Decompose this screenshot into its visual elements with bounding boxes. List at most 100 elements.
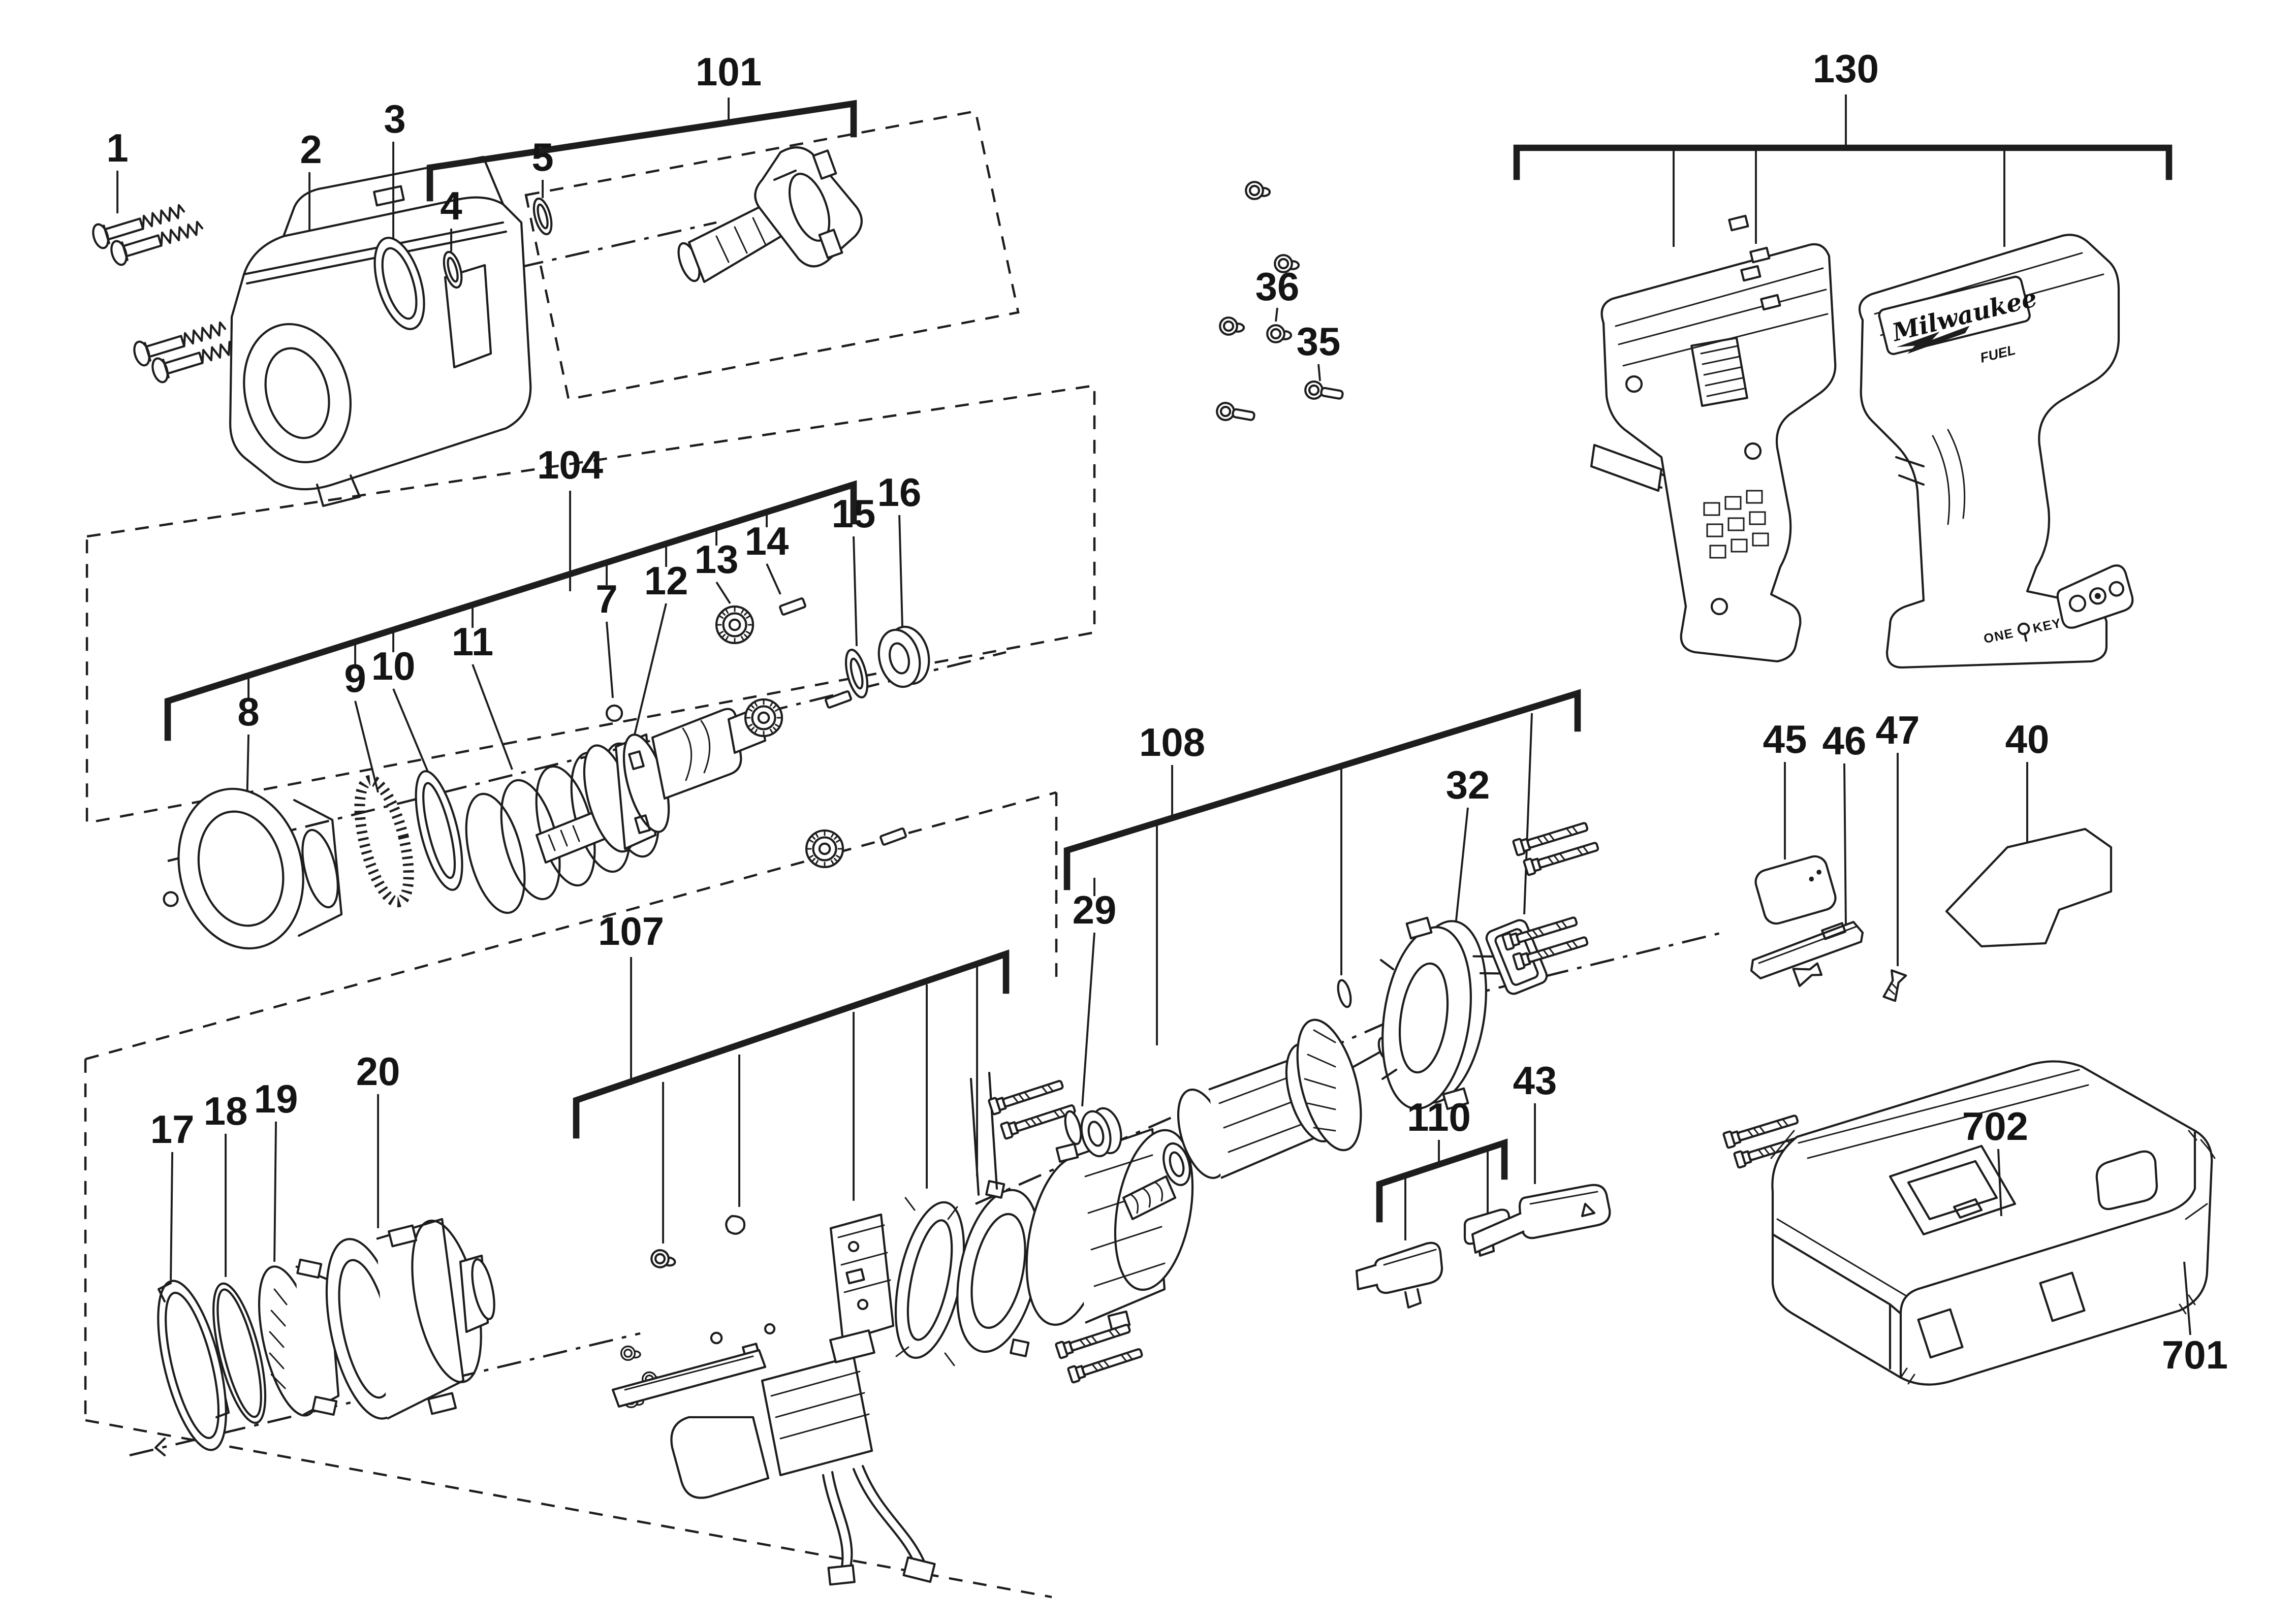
part-16-bearing [877,625,930,688]
group-35-screw: 35 [1216,319,1344,421]
part-107-trigger-assembly [611,1329,936,1586]
part-108-shaft-washer [1337,979,1352,1008]
group-110: 110 [1355,1095,1511,1309]
callout-46: 46 [1822,718,1867,763]
callout-4: 4 [440,183,462,228]
group-101: 101 1 2 3 4 [90,49,863,507]
leader-17 [170,1152,174,1280]
bracket-130 [1513,144,2173,180]
part-32-end-bell [1379,916,1488,1110]
callout-45: 45 [1763,717,1807,761]
part-45-pad [1754,855,1837,925]
callout-110: 110 [1407,1095,1471,1139]
group-104: 104 8 9 10 11 [163,442,930,950]
part-5-ring [532,197,553,236]
part-43-belt-clip [1471,1184,1611,1254]
callout-36: 36 [1255,264,1300,309]
part-107-screw [650,1249,676,1269]
group-accessories: 45 46 47 40 [1750,708,2113,1002]
callout-701: 701 [2162,1332,2228,1377]
group-107: 107 [573,909,1194,1586]
leader-15 [853,536,858,647]
part-19-ring-gear [258,1258,340,1417]
callout-11: 11 [452,619,493,664]
leader-702 [1997,1149,2002,1217]
group-case: 702 701 [1770,1060,2228,1386]
onekey-panel: ONE KEY [1983,564,2134,646]
callout-104: 104 [537,442,603,487]
part-108-rotor [1122,1018,1391,1221]
callout-16: 16 [877,470,922,515]
callout-2: 2 [300,127,322,172]
callout-130: 130 [1813,46,1879,91]
leader-46 [1843,763,1847,927]
part-101-anvil [677,146,863,283]
part-7-ball [605,704,623,722]
part-10-washer [415,770,463,891]
bracket-107 [573,949,1010,1139]
callout-107: 107 [598,909,664,953]
callout-7: 7 [595,577,617,621]
part-701-case [1770,1060,2216,1386]
leader-19 [273,1121,277,1262]
leader-29 [1081,877,1096,1107]
part-15-washer [844,649,869,698]
part-4-ring [443,250,463,289]
leader-7 [606,563,614,698]
part-47-screw [1882,969,1907,1002]
part-8-hammer [163,787,343,950]
part-46-rail [1750,920,1864,988]
group-43: 43 [1471,1058,1611,1254]
leader-701 [2183,1261,2191,1335]
callout-18: 18 [204,1089,248,1133]
callout-40: 40 [2005,717,2050,761]
part-130-right-housing: Milwaukee FUEL ONE KEY [1858,234,2134,669]
callout-17: 17 [150,1107,195,1152]
leader-16 [898,515,904,628]
part-18-oring [212,1282,267,1424]
callout-19: 19 [254,1076,298,1121]
part-12-spindle [535,706,767,864]
callout-108: 108 [1139,720,1205,765]
group-130: 130 Mi [1513,46,2173,669]
axis-107 [129,1332,641,1457]
callout-20: 20 [356,1049,400,1094]
callout-12: 12 [644,558,688,603]
bracket-110 [1376,1138,1508,1223]
callout-10: 10 [371,644,416,688]
callout-32: 32 [1446,762,1490,807]
callout-8: 8 [237,689,259,734]
part-107-pcb [829,1213,895,1343]
part-130-pads [1728,214,1781,311]
leader-13 [715,527,731,604]
callout-29: 29 [1073,887,1117,932]
leader-36 [1275,307,1278,322]
part-702-insert [1889,1144,2017,1236]
part-17-gasket [154,1280,230,1457]
part-20-gearcase [325,1218,495,1420]
leader-14 [766,508,781,595]
part-40-boot [1945,827,2113,948]
part-3-oring [373,237,425,330]
part-107-clip [725,1215,746,1235]
part-110-shuttle [1355,1241,1443,1309]
part-29-washer-bearing [1064,1107,1122,1158]
callout-43: 43 [1513,1058,1557,1103]
dashed-box-101 [524,110,1020,401]
leader-11 [471,606,513,770]
part-130-left-housing [1590,243,1837,663]
callout-15: 15 [832,491,876,536]
part-9-ball-retainer [354,775,414,908]
bracket-104 [164,480,857,741]
group-108: 108 29 32 [1063,689,1810,1221]
callout-14: 14 [745,519,789,563]
callout-47: 47 [1876,708,1920,752]
callout-13: 13 [695,537,739,582]
part-2-hammer-case [229,155,532,507]
callout-101: 101 [696,49,762,94]
callout-702: 702 [1962,1104,2028,1149]
bracket-108 [1063,689,1581,890]
bracket-101 [426,100,857,202]
